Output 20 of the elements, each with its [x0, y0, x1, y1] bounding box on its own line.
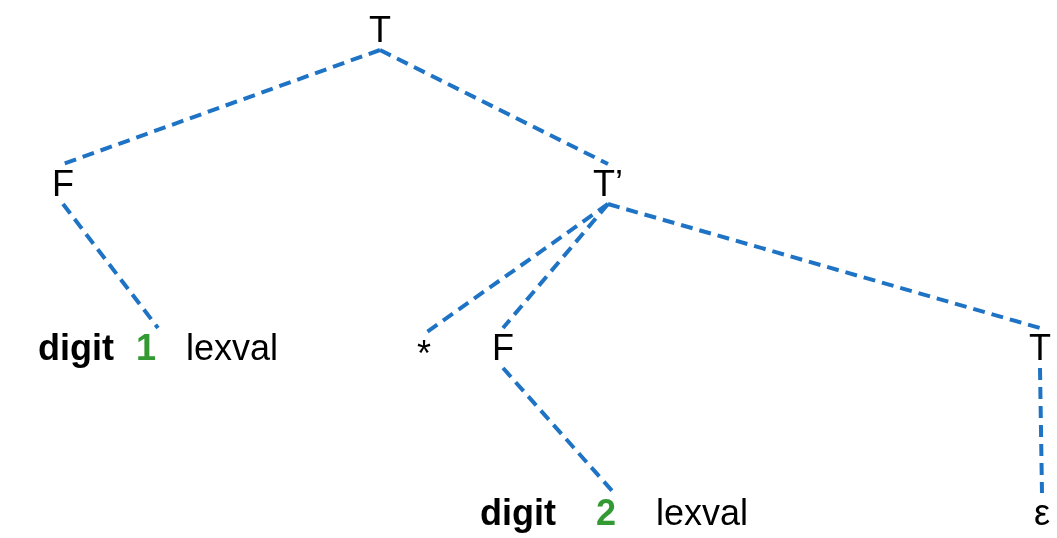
- tree-edge: [62, 48, 381, 166]
- token-name: digit: [37, 328, 114, 368]
- tree-node-label: F: [492, 328, 514, 368]
- tree-edge: [379, 48, 609, 166]
- tree-node-label: F: [52, 164, 74, 204]
- token-name: digit: [479, 493, 556, 533]
- tree-node-label: T’: [593, 164, 623, 204]
- tree-edge: [61, 202, 160, 330]
- tree-edge: [501, 366, 616, 495]
- attribute-name: lexval: [186, 328, 279, 368]
- tree-edge: [501, 202, 610, 330]
- token-index: 2: [595, 493, 616, 533]
- tree-node-label: T: [1029, 328, 1051, 368]
- tree-edge: [607, 202, 1041, 330]
- token-index: 1: [135, 328, 156, 368]
- tree-node-label: ε: [1033, 493, 1051, 533]
- tree-edge: [1038, 367, 1044, 494]
- attribute-name: lexval: [656, 493, 749, 533]
- tree-node-label: *: [417, 334, 431, 374]
- tree-node-label: T: [369, 10, 391, 50]
